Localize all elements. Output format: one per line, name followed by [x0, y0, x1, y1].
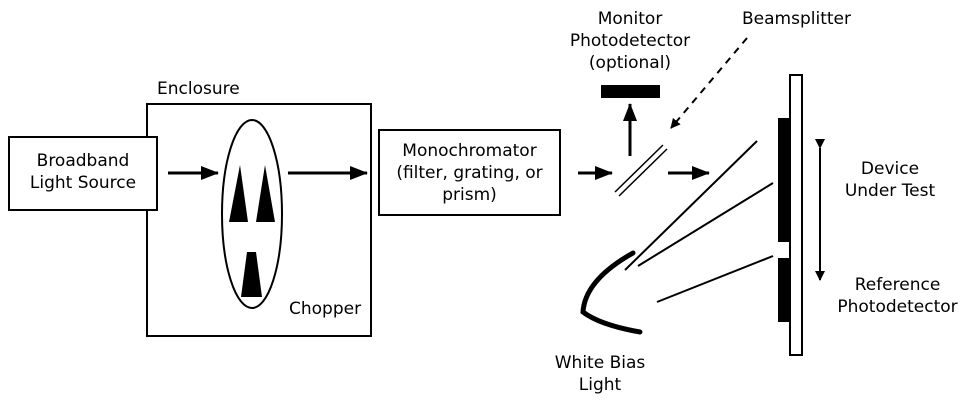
monitor-label: Monitor Photodetector (optional) — [555, 8, 705, 74]
reference-photodetector-pad — [778, 258, 791, 322]
chopper-blade-bottom — [241, 252, 262, 297]
beamsplitter-plate-b — [618, 148, 668, 197]
device-label: Device Under Test — [830, 158, 950, 202]
beamsplitter-pointer — [670, 37, 748, 129]
monitor-line1: Monitor — [597, 9, 663, 29]
reference-line1: Reference — [854, 275, 941, 295]
bias-light-line1: White Bias — [554, 353, 646, 373]
chopper-ellipse — [221, 119, 283, 309]
chopper-blade-right — [256, 165, 275, 222]
beamsplitter-plate-a — [614, 144, 664, 193]
beamsplitter-label: Beamsplitter — [742, 9, 851, 29]
monochromator-line1: Monochromator — [402, 141, 537, 161]
monitor-photodetector-bar — [601, 85, 660, 98]
monochromator-label: Monochromator (filter, grating, or prism… — [378, 140, 561, 206]
light-source-line1: Broadband — [36, 151, 130, 171]
monochromator-line3: prism) — [442, 185, 497, 205]
bias-light-label: White Bias Light — [545, 352, 655, 396]
device-under-test-pad — [778, 118, 791, 242]
bias-light-reflector — [580, 250, 643, 335]
reference-line2: Photodetector — [837, 297, 958, 317]
monochromator-line2: (filter, grating, or — [396, 163, 543, 183]
monitor-line2: Photodetector — [569, 31, 691, 51]
device-line1: Device — [860, 159, 920, 179]
monitor-line3: (optional) — [588, 53, 672, 73]
light-source-box — [8, 136, 158, 211]
mounting-plate — [789, 74, 803, 356]
reference-label: Reference Photodetector — [830, 274, 965, 318]
light-ray-3 — [656, 255, 774, 303]
chopper-label: Chopper — [289, 299, 362, 319]
light-ray-2 — [637, 182, 774, 267]
light-source-label: Broadband Light Source — [8, 150, 158, 194]
monochromator-box — [378, 129, 561, 216]
bias-light-line2: Light — [578, 375, 622, 395]
device-line2: Under Test — [844, 181, 936, 201]
enclosure-box — [146, 103, 372, 337]
light-ray-1 — [624, 140, 758, 271]
light-source-line2: Light Source — [29, 173, 137, 193]
chopper-blade-left — [229, 165, 248, 222]
enclosure-label: Enclosure — [157, 79, 240, 99]
